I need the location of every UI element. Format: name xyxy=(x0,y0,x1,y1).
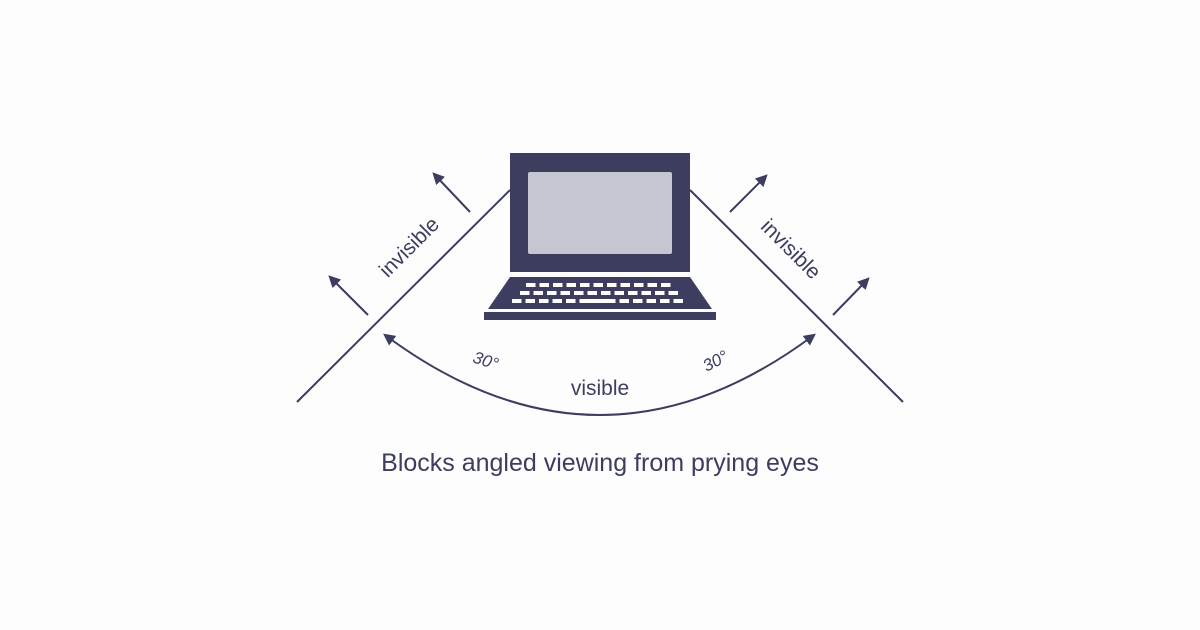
laptop-screen xyxy=(528,172,672,254)
keyboard-key xyxy=(673,299,683,303)
keyboard-key xyxy=(512,299,522,303)
keyboard-key xyxy=(553,283,563,287)
keyboard-key xyxy=(533,291,543,295)
keyboard-key xyxy=(526,283,536,287)
keyboard-key xyxy=(628,291,638,295)
keyboard-key xyxy=(560,291,570,295)
keyboard-key xyxy=(525,299,535,303)
keyboard-key xyxy=(668,291,678,295)
keyboard-key xyxy=(580,283,590,287)
arrow-left-lower-icon xyxy=(328,275,369,316)
angle-right-label: 30° xyxy=(700,347,732,376)
keyboard-key xyxy=(539,299,549,303)
arrow-right-upper-icon xyxy=(729,174,768,213)
invisible-left-label: invisible xyxy=(375,213,444,282)
visible-label: visible xyxy=(571,377,629,400)
laptop-icon xyxy=(484,153,716,320)
keyboard-key xyxy=(607,283,617,287)
keyboard-key xyxy=(620,283,630,287)
keyboard-key xyxy=(614,291,624,295)
keyboard-key xyxy=(634,283,644,287)
keyboard-key xyxy=(579,299,616,303)
laptop-keys xyxy=(512,283,683,303)
keyboard-key xyxy=(647,283,657,287)
keyboard-key xyxy=(566,283,576,287)
laptop-base-slab xyxy=(484,312,716,320)
visible-angle-arc xyxy=(383,333,816,416)
keyboard-key xyxy=(646,299,656,303)
keyboard-key xyxy=(552,299,562,303)
keyboard-key xyxy=(566,299,576,303)
keyboard-key xyxy=(633,299,643,303)
angle-left-label: 30° xyxy=(471,348,502,374)
keyboard-key xyxy=(601,291,611,295)
invisible-right-label: invisible xyxy=(756,215,825,284)
keyboard-key xyxy=(655,291,665,295)
right-boundary-line xyxy=(689,189,904,403)
keyboard-key xyxy=(661,283,671,287)
keyboard-key xyxy=(547,291,557,295)
left-boundary-line xyxy=(296,189,511,403)
arrow-right-lower-icon xyxy=(832,277,870,316)
keyboard-key xyxy=(660,299,670,303)
keyboard-key xyxy=(520,291,530,295)
keyboard-key xyxy=(574,291,584,295)
keyboard-key xyxy=(619,299,629,303)
keyboard-key xyxy=(593,283,603,287)
caption: Blocks angled viewing from prying eyes xyxy=(381,449,819,477)
keyboard-key xyxy=(539,283,549,287)
arrow-left-upper-icon xyxy=(432,172,471,213)
keyboard-key xyxy=(641,291,651,295)
keyboard-key xyxy=(587,291,597,295)
